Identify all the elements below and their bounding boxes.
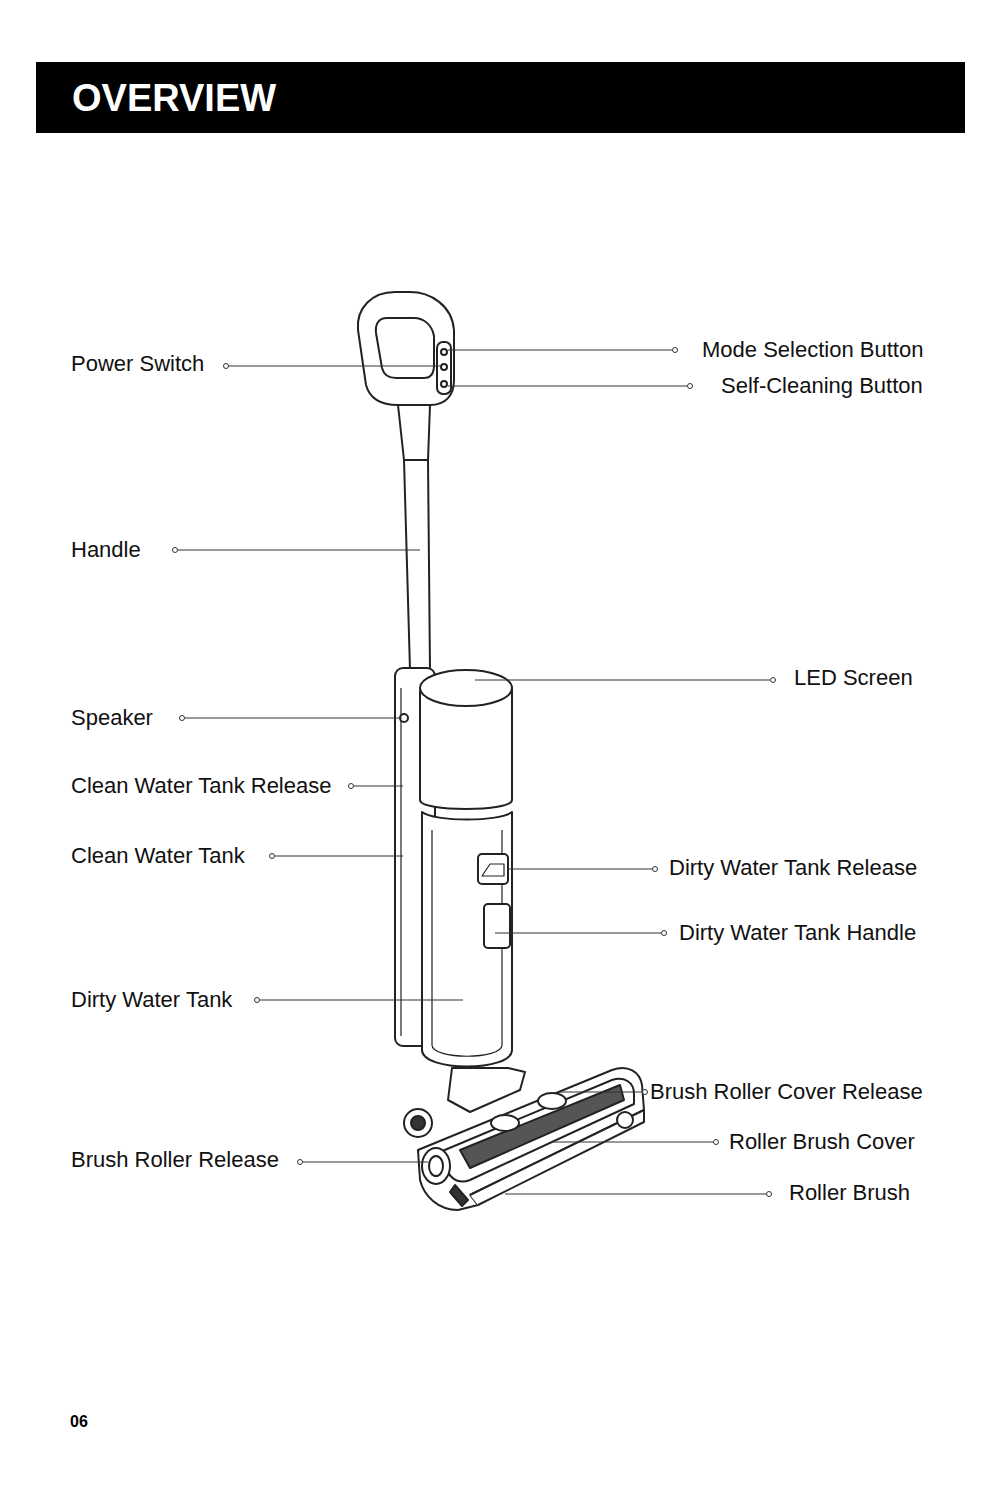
part-label: Handle bbox=[70, 537, 142, 563]
part-label: Roller Brush bbox=[788, 1180, 911, 1206]
part-label: Brush Roller Cover Release bbox=[649, 1079, 924, 1105]
part-label: Dirty Water Tank Release bbox=[668, 855, 918, 881]
part-label: Speaker bbox=[70, 705, 154, 731]
part-label: Self-Cleaning Button bbox=[720, 373, 924, 399]
part-label: Power Switch bbox=[70, 351, 205, 377]
part-label: Mode Selection Button bbox=[701, 337, 924, 363]
page-number: 06 bbox=[70, 1412, 88, 1432]
part-label: Roller Brush Cover bbox=[728, 1129, 916, 1155]
part-label: Clean Water Tank bbox=[70, 843, 246, 869]
part-label: Dirty Water Tank bbox=[70, 987, 233, 1013]
page-title: OVERVIEW bbox=[72, 76, 276, 120]
part-label: Brush Roller Release bbox=[70, 1147, 280, 1173]
part-label: Dirty Water Tank Handle bbox=[678, 920, 917, 946]
part-label: LED Screen bbox=[793, 665, 914, 691]
part-label: Clean Water Tank Release bbox=[70, 773, 332, 799]
